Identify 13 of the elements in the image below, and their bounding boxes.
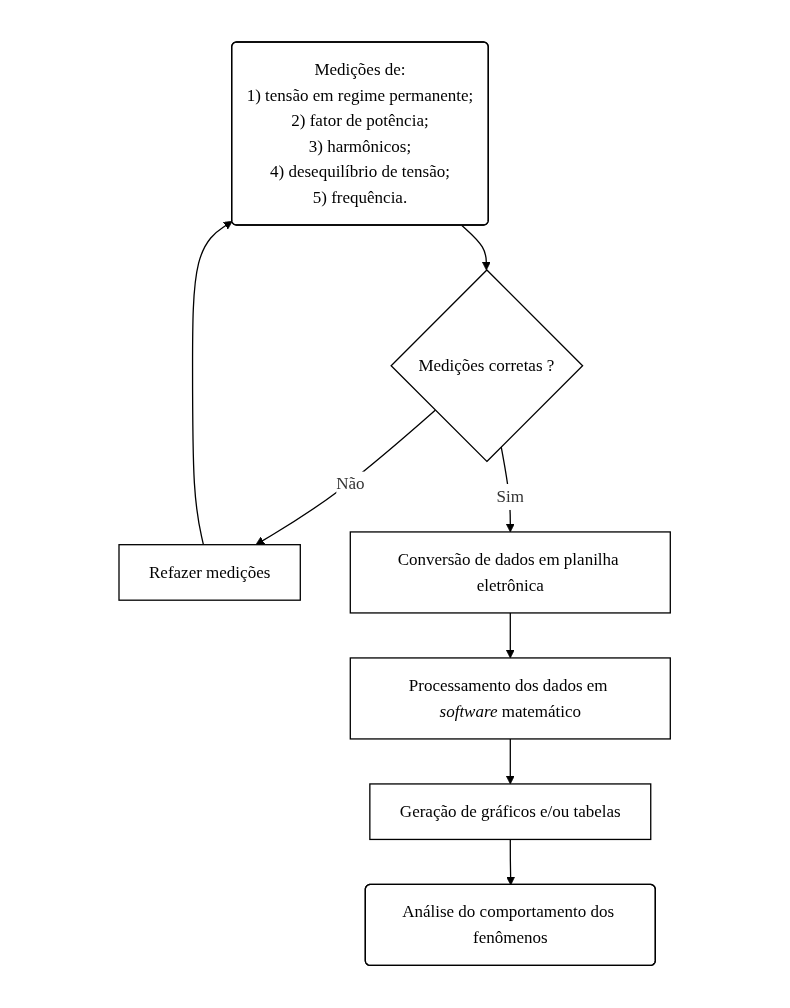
node-diamond: Medições corretas ?	[390, 269, 584, 463]
arrow	[192, 221, 233, 546]
arrow	[506, 839, 516, 886]
arrow	[461, 225, 492, 271]
arrow	[506, 738, 516, 785]
node-box: Refazer medições	[118, 544, 302, 602]
node-box: Geração de gráficos e/ou tabelas	[369, 783, 652, 841]
node-box: Processamento dos dados em software matemático	[350, 657, 672, 740]
edge-label: Sim	[496, 487, 525, 507]
edge-label: Não	[336, 474, 365, 494]
arrow	[506, 612, 516, 659]
arrow	[255, 409, 437, 546]
node-box: Conversão de dados em planilha eletrônica	[350, 531, 672, 614]
